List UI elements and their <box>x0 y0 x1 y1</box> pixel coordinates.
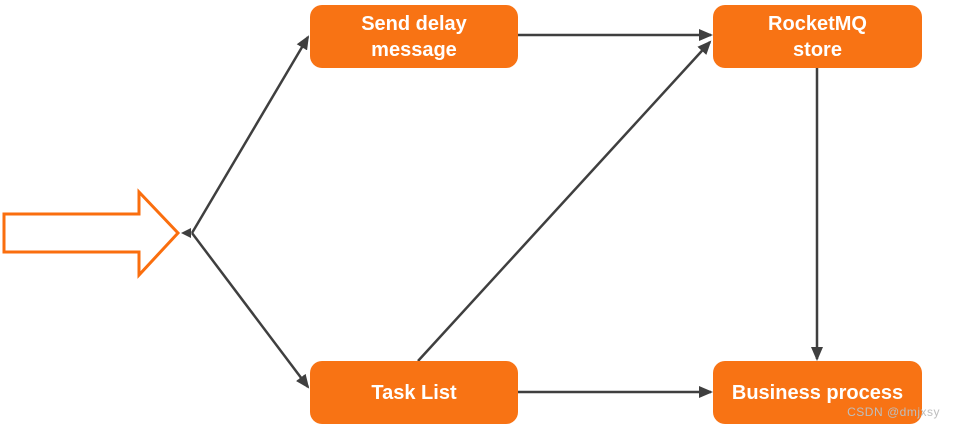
node-label-send-delay-message: Send delay message <box>361 12 467 61</box>
junction-arrowhead-icon <box>181 228 191 238</box>
node-business-process: Business process <box>713 361 922 424</box>
node-task-list: Task List <box>310 361 518 424</box>
edge-junction-to-send-delay-message <box>190 35 310 234</box>
node-send-delay-message: Send delay message <box>310 5 518 68</box>
block-arrow-icon <box>2 188 181 279</box>
edge-junction-to-task-list <box>191 232 310 389</box>
watermark: CSDN @dmjxsy <box>847 405 940 419</box>
node-label-rocketmq-store: RocketMQ store <box>768 12 867 61</box>
node-label-business-process: Business process <box>731 381 904 404</box>
edge-task-list-to-rocketmq-store <box>417 40 712 362</box>
node-label-task-list: Task List <box>371 381 457 404</box>
node-rocketmq-store: RocketMQ store <box>713 5 922 68</box>
